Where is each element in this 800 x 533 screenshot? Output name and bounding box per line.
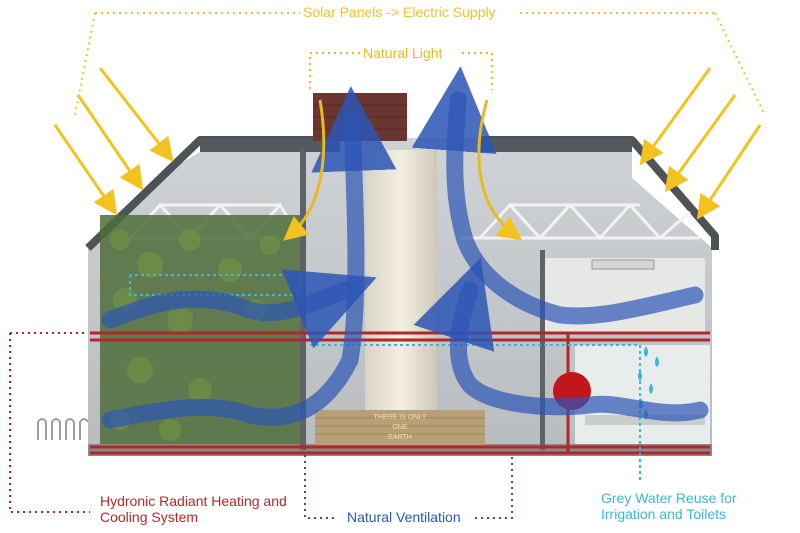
light-connector	[309, 52, 493, 90]
signage-line-2: ONE	[392, 424, 408, 431]
roof-slab-right	[478, 138, 632, 152]
counter	[585, 415, 705, 425]
lower-right-room	[575, 345, 710, 445]
stairs	[315, 410, 485, 445]
ventilation-airflow	[101, 66, 709, 429]
grey-water-label: Grey Water Reuse for Irrigation and Toil…	[601, 490, 737, 522]
light-arrows	[283, 99, 523, 241]
signage-line-3: EARTH	[388, 434, 412, 441]
light-fixture	[591, 259, 655, 270]
central-column	[365, 150, 437, 450]
ventilation-connector	[304, 455, 513, 519]
signage-line-1: THERE IS ONLY	[374, 414, 427, 421]
hydronic-heating-label: Hydronic Radiant Heating and Cooling Sys…	[100, 493, 287, 525]
hydronic-heating-pipes	[90, 331, 710, 455]
radiant-coil	[37, 418, 89, 440]
natural-ventilation-label: Natural Ventilation	[347, 509, 461, 525]
roof-slab-left	[200, 138, 340, 152]
natural-light-label: Natural Light	[363, 45, 443, 61]
heating-connector	[9, 332, 90, 513]
solar-connector	[74, 12, 766, 116]
solar-arrows	[53, 67, 762, 220]
solar-panels-label: Solar Panels -> Electric Supply	[303, 4, 496, 20]
